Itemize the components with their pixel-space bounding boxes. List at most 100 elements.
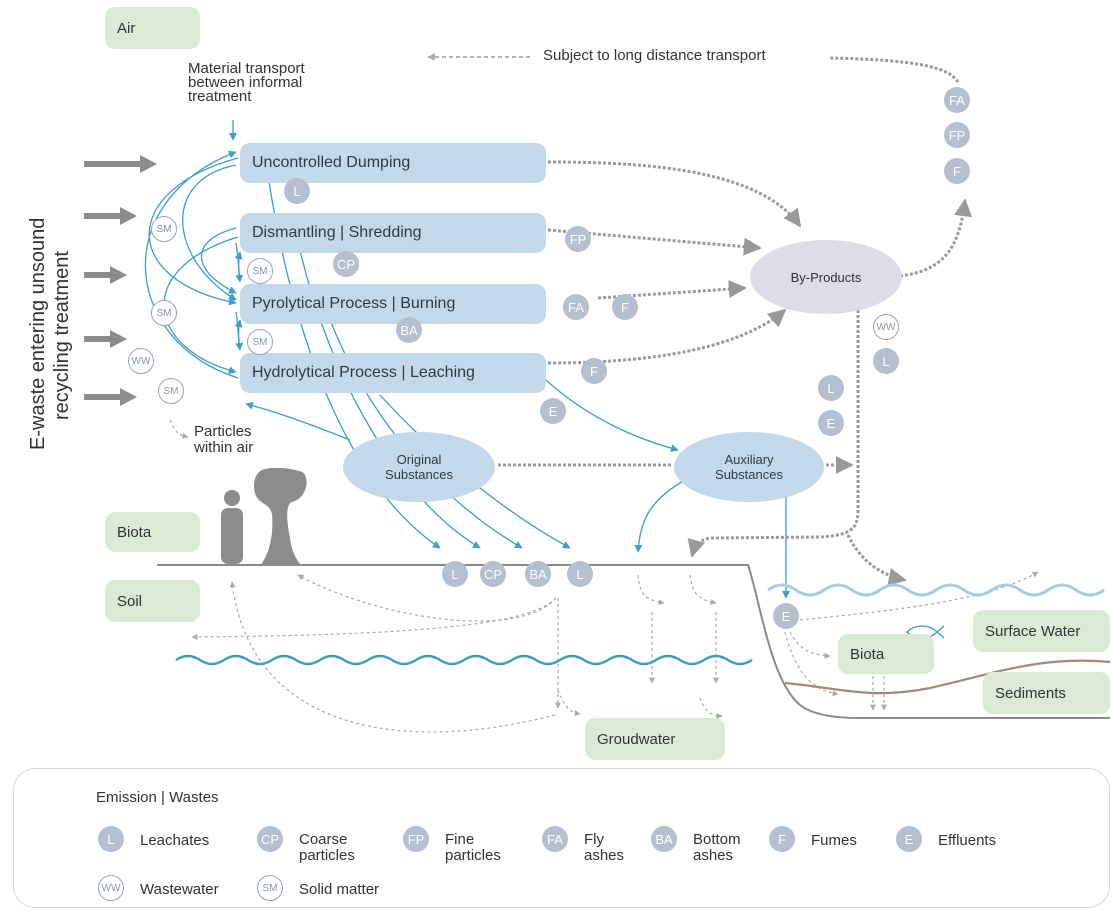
legend-label-wastewater: Wastewater <box>140 882 219 898</box>
legend-label-wastewater-text: Wastewater <box>140 881 219 898</box>
badge-e: E <box>773 603 799 629</box>
badge-sm: SM <box>151 300 177 326</box>
particles-line2: within air <box>194 439 254 456</box>
original-substances-line1: Original <box>396 452 442 467</box>
by-products-label: By-Products <box>790 269 862 285</box>
badge-l: L <box>284 178 310 204</box>
sediments-label: Sediments <box>995 684 1066 702</box>
surface-water-box: Surface Water <box>973 610 1110 652</box>
legend-label-leachates-text: Leachates <box>140 832 210 849</box>
legend-badge-fa: FA <box>542 826 568 852</box>
badge-fa: FA <box>944 87 970 113</box>
groundwater-label: Groudwater <box>597 730 676 748</box>
sediments-box: Sediments <box>983 672 1110 714</box>
biota-land-box: Biota <box>105 512 200 552</box>
badge-ba: BA <box>396 317 422 343</box>
legend-label-ashes: ashes <box>584 847 625 864</box>
by-products-node: By-Products <box>750 240 902 314</box>
auxiliary-substances-line1: Auxiliary <box>724 452 774 467</box>
legend-label-fumes: Fumes <box>811 833 857 849</box>
vertical-title-line2: recycling treatment <box>51 251 73 420</box>
material-transport-line2: between informal <box>188 74 303 91</box>
soil-label: Soil <box>117 592 143 610</box>
legend-badge-l: L <box>98 826 124 852</box>
person-icon <box>221 490 243 564</box>
air-label: Air <box>117 19 136 37</box>
badge-ww: WW <box>873 314 899 340</box>
badge-fp: FP <box>944 122 970 148</box>
process-hydrolytical-leaching-label: Hydrolytical Process | Leaching <box>252 364 475 381</box>
legend-title: Emission | Wastes <box>96 789 219 806</box>
process-uncontrolled-dumping: Uncontrolled Dumping <box>240 143 546 183</box>
legend-badge-ww: WW <box>98 875 124 901</box>
badge-l: L <box>873 348 899 374</box>
vertical-title-line1: E-waste entering unsound <box>27 217 49 450</box>
legend-badge-cp: CP <box>257 826 283 852</box>
badge-l: L <box>567 561 593 587</box>
biota-water-label: Biota <box>850 645 885 663</box>
process-hydrolytical-leaching: Hydrolytical Process | Leaching <box>240 353 546 393</box>
tree-icon <box>254 468 307 566</box>
material-transport-label: Material transport between informal trea… <box>188 60 305 105</box>
process-dismantling-shredding: Dismantling | Shredding <box>240 213 546 253</box>
legend-badge-ba: BA <box>651 826 677 852</box>
legend-label-bottom-ashes-2: ashes <box>693 847 734 864</box>
soil-box: Soil <box>105 580 200 622</box>
input-arrows <box>84 155 157 406</box>
legend-label-solid-matter: Solid matter <box>299 882 379 898</box>
badge-l: L <box>818 375 844 401</box>
badge-ba: BA <box>525 561 551 587</box>
legend-label-coarse: Coarse <box>299 831 348 848</box>
legend-label-effluents-text: Effluents <box>938 832 997 849</box>
process-pyrolytical-burning-label: Pyrolytical Process | Burning <box>252 295 456 312</box>
badge-sm: SM <box>158 378 184 404</box>
biota-water-box: Biota <box>838 634 934 674</box>
badge-sm: SM <box>247 258 273 284</box>
legend-label-fine-particles: Fine particles <box>445 832 501 864</box>
badge-sm: SM <box>247 329 273 355</box>
legend-label-coarse-particles: Coarse particles <box>299 832 355 864</box>
auxiliary-substances-line2: Substances <box>715 467 783 482</box>
legend-label-fly: Fly <box>584 831 604 848</box>
legend-label-particles: particles <box>299 847 355 864</box>
legend-badge-e: E <box>896 826 922 852</box>
vertical-title: E-waste entering unsound recycling treat… <box>26 130 74 450</box>
badge-ww: WW <box>128 348 154 374</box>
badge-e: E <box>540 398 566 424</box>
air-box: Air <box>105 7 200 49</box>
legend-label-leachates: Leachates <box>140 833 209 849</box>
process-uncontrolled-dumping-label: Uncontrolled Dumping <box>252 154 411 171</box>
original-substances-line2: Substances <box>385 467 453 482</box>
badge-l: L <box>442 561 468 587</box>
process-dismantling-shredding-label: Dismantling | Shredding <box>252 224 422 241</box>
legend-badge-f: F <box>769 826 795 852</box>
badge-e: E <box>818 410 844 436</box>
legend-label-fine-particles-2: particles <box>445 847 501 864</box>
legend-label-bottom: Bottom <box>693 831 741 848</box>
process-pyrolytical-burning: Pyrolytical Process | Burning <box>240 284 546 324</box>
badge-f: F <box>944 158 970 184</box>
badge-cp: CP <box>480 561 506 587</box>
particles-label: Particles within air <box>194 424 253 456</box>
legend-label-fly-ashes: Fly ashes <box>584 832 624 864</box>
badge-f: F <box>581 358 607 384</box>
legend-panel: Emission | Wastes L Leachates CP Coarse … <box>13 768 1110 908</box>
badge-fp: FP <box>565 226 591 252</box>
legend-label-fumes-text: Fumes <box>811 832 857 849</box>
long-distance-label: Subject to long distance transport <box>543 47 766 64</box>
particles-line1: Particles <box>194 423 252 440</box>
material-transport-line3: treatment <box>188 88 252 105</box>
surface-water-label: Surface Water <box>985 622 1081 640</box>
biota-land-label: Biota <box>117 523 152 541</box>
legend-label-fine: Fine <box>445 831 475 848</box>
badge-sm: SM <box>151 216 177 242</box>
legend-badge-sm: SM <box>257 875 283 901</box>
legend-label-solid-matter-text: Solid matter <box>299 881 380 898</box>
legend-label-bottom-ashes: Bottom ashes <box>693 832 741 864</box>
badge-cp: CP <box>333 251 359 277</box>
groundwater-box: Groudwater <box>585 718 725 760</box>
material-transport-line1: Material transport <box>188 60 305 77</box>
badge-f: F <box>612 294 638 320</box>
